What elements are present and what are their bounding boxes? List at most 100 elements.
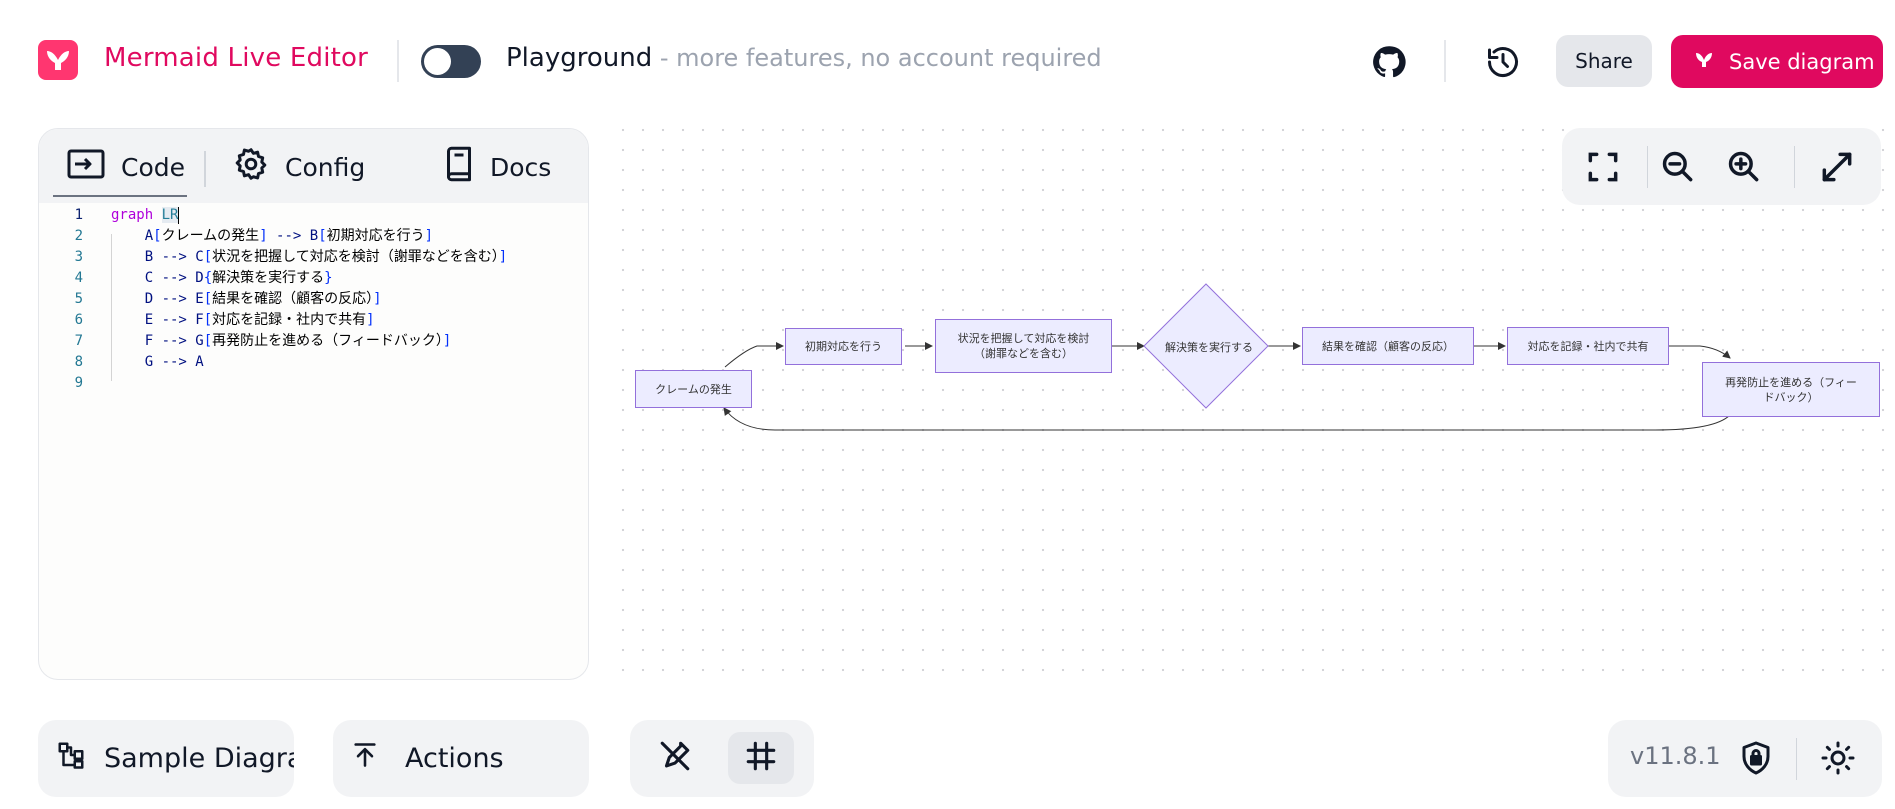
code-text: G --> A — [144, 354, 204, 370]
pan-zoom-toggle[interactable] — [642, 732, 708, 784]
privacy-shield-icon[interactable] — [1738, 740, 1774, 780]
node-a[interactable]: クレームの発生 — [635, 370, 752, 408]
status-bar: v11.8.1 — [1608, 720, 1882, 797]
line-number: 2 — [74, 228, 83, 244]
code-text: F --> G[再発防止を進める（フィードバック）] — [144, 333, 452, 349]
code-line[interactable]: 9 — [39, 373, 588, 394]
line-number: 4 — [74, 270, 83, 286]
toggle-knob — [424, 48, 451, 75]
tab-code[interactable]: Code — [67, 147, 185, 187]
code-text: graph LR — [111, 206, 180, 224]
edge-f-g — [1668, 345, 1731, 359]
actions-label: Actions — [405, 743, 504, 774]
playground-label: Playground — [506, 43, 653, 73]
code-line[interactable]: 8 G --> A — [39, 352, 588, 373]
mermaid-logo-icon[interactable] — [38, 40, 78, 80]
sample-diagrams-label: Sample Diagra — [104, 743, 294, 774]
node-g-label-line2: ドバック） — [1763, 390, 1819, 404]
fit-screen-icon[interactable] — [1584, 148, 1622, 186]
playground-title: Playground - more features, no account r… — [506, 43, 1102, 73]
version-label: v11.8.1 — [1630, 742, 1721, 770]
tab-code-label: Code — [121, 152, 186, 182]
node-e[interactable]: 結果を確認（顧客の反応） — [1302, 327, 1474, 365]
line-number: 5 — [74, 291, 83, 307]
expand-icon[interactable] — [1818, 148, 1856, 186]
node-g[interactable]: 再発防止を進める（フィー ドバック） — [1702, 362, 1880, 417]
code-line[interactable]: 1 graph LR — [39, 205, 588, 226]
save-diagram-label: Save diagram — [1729, 49, 1875, 74]
zoom-out-icon[interactable] — [1659, 148, 1697, 186]
line-number: 8 — [74, 354, 83, 370]
text-cursor — [178, 206, 180, 224]
theme-sun-icon[interactable] — [1820, 740, 1856, 780]
canvas-mode-toggle — [630, 720, 814, 797]
github-icon[interactable] — [1371, 44, 1407, 80]
code-text: C --> D{解決策を実行する} — [144, 270, 333, 286]
line-number: 3 — [74, 249, 83, 265]
code-text: D --> E[結果を確認（顧客の反応）] — [144, 291, 382, 307]
node-c-label-line2: （謝罪などを含む） — [974, 347, 1073, 360]
editor-tabs: Code Config Docs — [39, 129, 588, 203]
gear-icon — [233, 146, 269, 188]
edge-g-a — [723, 407, 1731, 431]
node-c-label-line1: 状況を把握して対応を検討 — [957, 332, 1090, 345]
active-tab-indicator — [53, 195, 187, 197]
code-text: E --> F[対応を記録・社内で共有] — [144, 312, 375, 328]
grid-toggle[interactable] — [728, 732, 794, 784]
tab-docs[interactable]: Docs — [444, 146, 552, 188]
pen-off-icon — [658, 739, 692, 777]
playground-toggle[interactable] — [421, 45, 481, 78]
code-line[interactable]: 2 A[クレームの発生] --> B[初期対応を行う] — [39, 226, 588, 247]
edge-a-b — [724, 342, 784, 368]
node-b-label: 初期対応を行う — [805, 340, 882, 353]
toolbar-separator — [1796, 738, 1797, 780]
diagram-icon — [56, 740, 86, 777]
code-line[interactable]: 6 E --> F[対応を記録・社内で共有] — [39, 310, 588, 331]
tab-config[interactable]: Config — [233, 147, 365, 187]
code-line[interactable]: 7 F --> G[再発防止を進める（フィードバック）] — [39, 331, 588, 352]
indent-guide — [111, 234, 112, 381]
share-button[interactable]: Share — [1556, 35, 1652, 87]
header-divider — [1444, 40, 1446, 82]
node-f-label: 対応を記録・社内で共有 — [1527, 339, 1649, 353]
line-number: 7 — [74, 333, 83, 349]
node-g-label-line1: 再発防止を進める（フィー — [1725, 375, 1857, 389]
code-icon — [67, 149, 105, 185]
line-number: 6 — [74, 312, 83, 328]
code-text: B --> C[状況を把握して対応を検討（謝罪などを含む）] — [144, 249, 508, 265]
node-e-label: 結果を確認（顧客の反応） — [1322, 339, 1454, 353]
node-a-label: クレームの発生 — [655, 382, 732, 396]
history-icon[interactable] — [1485, 44, 1521, 80]
grid-icon — [744, 739, 778, 777]
zoom-in-icon[interactable] — [1725, 148, 1763, 186]
node-b[interactable]: 初期対応を行う — [785, 328, 902, 365]
tab-separator — [204, 151, 206, 187]
line-number: 9 — [74, 375, 83, 391]
actions-button[interactable]: Actions — [333, 720, 589, 797]
toolbar-separator — [1794, 146, 1795, 188]
editor-panel: Code Config Docs 1 graph LR 2 A[クレームの発生] -… — [38, 128, 589, 680]
book-icon — [444, 146, 474, 188]
code-line[interactable]: 5 D --> E[結果を確認（顧客の反応）] — [39, 289, 588, 310]
app-title[interactable]: Mermaid Live Editor — [104, 43, 369, 73]
node-c[interactable]: 状況を把握して対応を検討 （謝罪などを含む） — [935, 319, 1112, 373]
tab-config-label: Config — [285, 152, 366, 182]
code-line[interactable]: 3 B --> C[状況を把握して対応を検討（謝罪などを含む）] — [39, 247, 588, 268]
diagram-edges — [723, 283, 1731, 431]
zoom-toolbar — [1562, 128, 1881, 205]
tab-docs-label: Docs — [490, 152, 552, 182]
toolbar-separator — [1647, 146, 1648, 188]
save-diagram-button[interactable]: Save diagram — [1671, 35, 1883, 88]
sample-diagrams-button[interactable]: Sample Diagra — [38, 720, 294, 797]
code-line[interactable]: 4 C --> D{解決策を実行する} — [39, 268, 588, 289]
node-d-diamond — [1143, 283, 1269, 409]
header-divider — [397, 40, 399, 82]
playground-subtitle: - more features, no account required — [652, 44, 1102, 72]
line-number: 1 — [74, 207, 83, 223]
diagram-canvas[interactable]: クレームの発生 初期対応を行う 状況を把握して対応を検討 （謝罪などを含む） 解… — [605, 128, 1885, 683]
mermaid-mark-icon — [1695, 50, 1713, 74]
node-f[interactable]: 対応を記録・社内で共有 — [1507, 327, 1669, 365]
node-d-label[interactable]: 解決策を実行する — [1165, 341, 1253, 354]
upload-icon — [351, 741, 379, 776]
